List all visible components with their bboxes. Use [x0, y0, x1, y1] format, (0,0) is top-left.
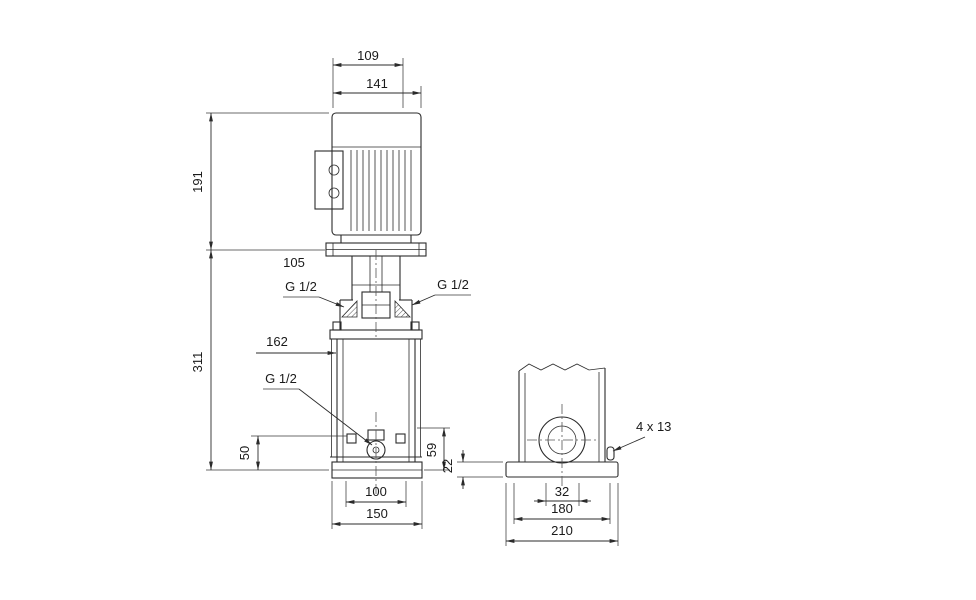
- suction-port: [527, 404, 598, 487]
- dim-210: 210: [551, 523, 573, 538]
- dim-109: 109: [357, 48, 379, 63]
- motor-outline: [314, 112, 427, 257]
- motor-cooling-fins: [350, 150, 412, 231]
- label-port-left: G 1/2: [285, 279, 317, 294]
- pump-base-front: [331, 461, 423, 479]
- side-view: 22 4 x 13 32 180 210: [440, 363, 671, 546]
- side-view-dimensions: 22 4 x 13 32 180 210: [440, 419, 671, 546]
- dim-59: 59: [424, 443, 439, 457]
- dim-311: 311: [190, 352, 205, 373]
- port-thread-left: [341, 299, 358, 318]
- front-view: 109 141 191 105 311 162 G 1/2: [190, 48, 471, 529]
- dim-180: 180: [551, 501, 573, 516]
- front-view-dimensions: 109 141 191 105 311 162 G 1/2: [190, 48, 471, 529]
- dim-50: 50: [237, 446, 252, 460]
- dim-100: 100: [365, 484, 387, 499]
- side-plug-left: [346, 433, 357, 444]
- dim-32: 32: [555, 484, 569, 499]
- drain-plug: [366, 440, 386, 460]
- dim-191: 191: [190, 171, 205, 193]
- side-plug-right: [395, 433, 406, 444]
- mounting-slot: [606, 446, 615, 461]
- side-sleeve: [518, 363, 606, 462]
- dim-162: 162: [266, 334, 288, 349]
- dim-22: 22: [440, 459, 455, 473]
- dim-141: 141: [366, 76, 388, 91]
- label-drain-port: G 1/2: [265, 371, 297, 386]
- label-mounting-holes: 4 x 13: [636, 419, 671, 434]
- break-line: [518, 363, 606, 372]
- dim-150: 150: [366, 506, 388, 521]
- terminal-box: [314, 150, 344, 210]
- dim-105: 105: [283, 255, 305, 270]
- port-thread-right: [394, 299, 411, 318]
- label-port-right: G 1/2: [437, 277, 469, 292]
- motor-body: [331, 112, 422, 236]
- cable-entry-hole: [328, 187, 340, 199]
- cable-entry-hole: [328, 164, 340, 176]
